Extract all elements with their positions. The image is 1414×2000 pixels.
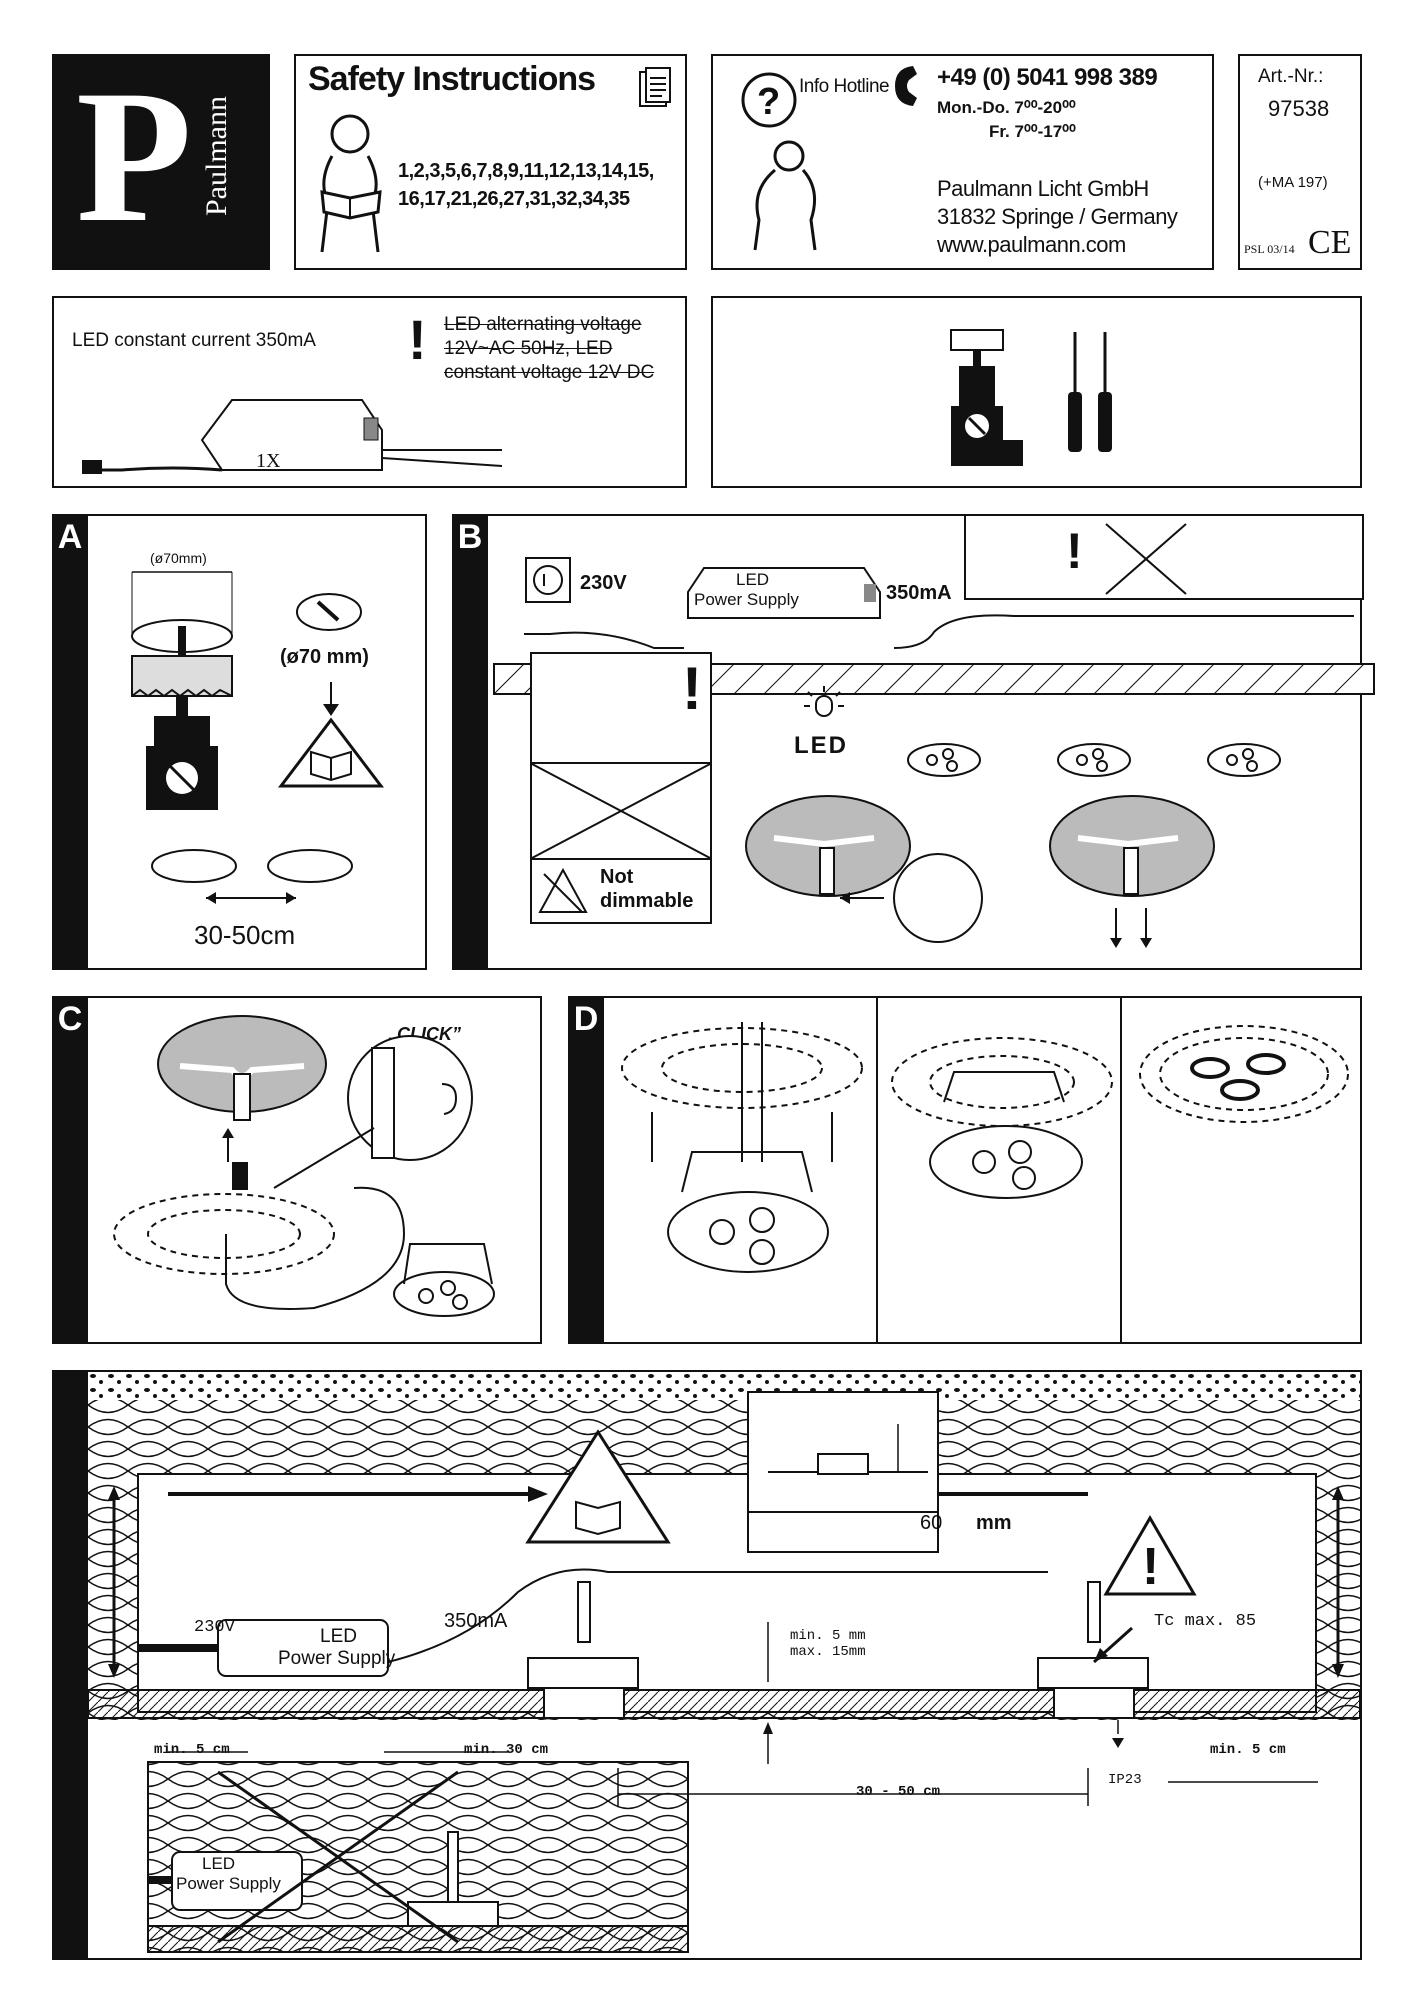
installed-spotlight-result	[1139, 1025, 1349, 1123]
installation-cross-section: ! 60 mm 230V LED Power Supply	[52, 1370, 1362, 1960]
safety-numbers-line1: 1,2,3,5,6,7,8,9,11,12,13,14,15,	[398, 160, 654, 182]
wrong-connection-inset: !	[964, 514, 1364, 600]
recess-depth-value: 60	[920, 1512, 943, 1534]
led-label: LED	[794, 732, 848, 759]
warning-exclamation-icon: !	[682, 655, 702, 722]
hole-spacing-label: 30-50cm	[194, 920, 296, 950]
panel-b-letter: B	[452, 514, 488, 970]
warning-exclamation-icon: !	[408, 308, 427, 371]
clearance-left-label: min. 5 cm	[154, 1742, 230, 1758]
supply-requirements-box: LED constant current 350mA ! LED alterna…	[52, 296, 687, 488]
reading-person-icon	[320, 114, 382, 253]
safety-title: Safety Instructions	[308, 60, 596, 98]
insert-spotlight-step2	[891, 1037, 1113, 1199]
power-supply-unit	[687, 567, 881, 619]
psu-label-line2: Power Supply	[278, 1648, 396, 1669]
wrong-psu-label-line1: LED	[202, 1854, 236, 1873]
supply-caption: LED constant current 350mA	[72, 330, 316, 351]
read-manual-triangle-icon	[277, 682, 385, 788]
panel-b: B 230V LED Power Supply 350mA ! ! LED	[452, 514, 1375, 970]
hotline-hours-mon-thu: Mon.-Do. 7⁰⁰-20⁰⁰	[937, 98, 1076, 117]
incompatible-line1: LED alternating voltage	[444, 314, 642, 335]
gap-min-label: min. 5 mm	[790, 1628, 866, 1644]
no-dimmer-icon	[538, 867, 588, 913]
not-dimmable-line2: dimmable	[600, 890, 694, 912]
incompatible-line3: constant voltage 12V DC	[444, 362, 655, 383]
not-dimmable-inset: Not dimmable	[530, 858, 712, 924]
panel-d-letter: D	[568, 996, 604, 1344]
svg-text:?: ?	[757, 81, 780, 123]
ma-code: (+MA 197)	[1258, 174, 1328, 191]
company-name: Paulmann Licht GmbH	[937, 176, 1149, 201]
hotline-phone: +49 (0) 5041 998 389	[937, 64, 1158, 91]
psl-code: PSL 03/14	[1244, 242, 1295, 256]
insert-spotlight-step1	[621, 1022, 863, 1273]
hotline-label: Info Hotline	[799, 76, 890, 97]
article-label: Art.-Nr.:	[1258, 66, 1324, 87]
brand-name: Paulmann	[200, 96, 233, 216]
hotline-hours-fri: Fr. 7⁰⁰-17⁰⁰	[989, 122, 1076, 141]
article-number: 97538	[1268, 96, 1330, 121]
info-hotline-box: ? Info Hotline +49 (0) 5041 998 389 Mon.…	[711, 54, 1214, 270]
panel-c-letter: C	[52, 996, 88, 1344]
psu-label-line1: LED	[320, 1626, 357, 1647]
panel-a: A (ø70mm) (ø70 mm) 30-50cm	[52, 514, 427, 970]
spotlight-spacing-label: 30 - 50 cm	[856, 1784, 941, 1800]
do-not-plug-inset	[530, 762, 712, 860]
panel-c: C „CLICK”	[52, 996, 542, 1344]
company-website[interactable]: www.paulmann.com	[937, 232, 1126, 257]
safety-instructions-box: Safety Instructions 1,2,3,5,6,7,8,9,11,1…	[294, 54, 687, 270]
quantity-label: 1X	[256, 450, 281, 472]
article-number-box: Art.-Nr.: 97538 (+MA 197) PSL 03/14 CE	[1238, 54, 1362, 270]
clearance-psu-label: min. 30 cm	[464, 1742, 549, 1758]
insulation-ceiling-illustration: !	[87, 1372, 1361, 1953]
company-address: 31832 Springe / Germany	[937, 204, 1178, 229]
crossed-out-icon	[1105, 523, 1187, 595]
document-icon	[639, 67, 671, 107]
led-light-icon	[804, 686, 844, 717]
power-supply-illustration	[82, 399, 503, 474]
gap-max-label: max. 15mm	[790, 1644, 866, 1660]
current-label: 350mA	[444, 1610, 508, 1632]
panel-d: D	[568, 996, 1362, 1344]
connector-steps-illustration	[745, 795, 1215, 948]
ceiling-connector-illustration	[157, 1015, 327, 1190]
plug-in-inset: !	[530, 652, 712, 764]
question-person-icon: ?	[741, 72, 817, 251]
brand-initial: P	[76, 52, 193, 262]
hole-size-large-label: (ø70 mm)	[280, 646, 369, 668]
psu-label-line1: LED	[736, 570, 770, 589]
tools-box	[711, 296, 1362, 488]
wrong-psu-label-line2: Power Supply	[176, 1874, 281, 1893]
recessed-spotlights	[907, 743, 1281, 777]
hole-saw-illustration	[131, 571, 233, 810]
mains-voltage-label: 230V	[194, 1618, 235, 1637]
tc-max-label: Tc max. 85	[1154, 1612, 1257, 1631]
phone-icon	[895, 66, 917, 106]
current-label: 350mA	[886, 582, 952, 604]
click-detail-illustration	[273, 1035, 473, 1189]
ceiling-hole-detail-icon	[296, 593, 362, 631]
spotlight-into-ceiling-illustration	[113, 1186, 495, 1317]
ce-mark: CE	[1308, 224, 1352, 261]
brand-logo: P Paulmann	[52, 54, 270, 270]
not-dimmable-line1: Not	[600, 866, 634, 888]
svg-text:!: !	[1142, 1538, 1159, 1596]
psu-label-line2: Power Supply	[694, 590, 799, 609]
wall-socket-icon	[525, 557, 571, 603]
recess-depth-unit: mm	[976, 1512, 1012, 1534]
ip-rating-label: IP23	[1108, 1772, 1142, 1788]
hole-size-label: (ø70mm)	[150, 550, 207, 566]
mains-voltage-label: 230V	[580, 572, 627, 594]
hole-spacing-illustration	[151, 849, 353, 904]
crossed-out-icon	[531, 763, 711, 859]
warning-exclamation-icon: !	[1066, 523, 1083, 579]
panel-a-letter: A	[52, 514, 88, 970]
hole-saw-drill-icon	[950, 329, 1023, 466]
screwdrivers-icon	[1068, 332, 1112, 452]
incompatible-line2: 12V~AC 50Hz, LED	[444, 338, 613, 359]
clearance-right-label: min. 5 cm	[1210, 1742, 1286, 1758]
safety-numbers-line2: 16,17,21,26,27,31,32,34,35	[398, 188, 630, 210]
panel-e-sidebar	[52, 1370, 88, 1960]
